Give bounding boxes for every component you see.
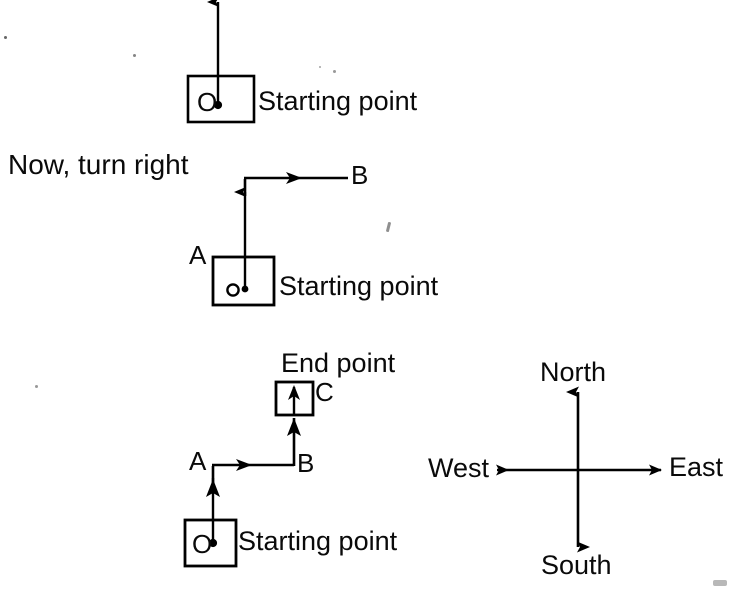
diagram2-group: [211, 172, 348, 307]
turn-right-instruction: Now, turn right: [8, 149, 189, 180]
diagram3-east-arrowhead: [236, 459, 252, 471]
diagram2-point-b-label: B: [351, 160, 369, 190]
scan-speck: [35, 385, 38, 388]
scan-speck: [133, 54, 136, 57]
diagram2-origin-dot: [241, 285, 249, 293]
diagram3-starting-point-caption: Starting point: [238, 526, 398, 556]
diagram3-origin-label: O: [192, 529, 213, 559]
diagram2-origin-circle: [226, 283, 240, 297]
compass-east-label: East: [669, 452, 724, 482]
diagram3-point-c-label: C: [315, 377, 334, 407]
diagram1-origin-box: [186, 74, 256, 124]
diagram3-end-point-caption: End point: [281, 348, 396, 378]
diagram2-point-a-label: A: [189, 240, 207, 270]
scan-speck: [713, 580, 727, 586]
diagram1-origin-dot: [213, 100, 223, 110]
scan-speck: [319, 66, 321, 68]
diagram2-starting-point-caption: Starting point: [279, 271, 439, 301]
compass-group: [496, 386, 662, 553]
diagram2-east-arrowhead: [286, 172, 302, 184]
diagram3-end-arrowhead: [288, 385, 300, 400]
diagram3-north-arrowhead-2: [287, 418, 301, 436]
compass-south-label: South: [541, 550, 612, 580]
diagram3-origin-dot: [208, 538, 218, 548]
scan-speck: [4, 36, 7, 39]
diagram3-north-arrowhead: [206, 479, 220, 497]
diagram1-group: [186, 0, 256, 124]
diagram1-starting-point-caption: Starting point: [258, 86, 418, 116]
diagram3-group: [183, 380, 315, 568]
scan-speck: [333, 70, 336, 73]
compass-west-label: West: [428, 453, 490, 483]
diagram3-point-b-label: B: [297, 448, 315, 478]
compass-north-label: North: [540, 357, 607, 387]
diagram1-origin-label: O: [197, 87, 218, 117]
diagram3-origin-box: [183, 518, 238, 568]
diagram2-origin-box: [211, 255, 276, 307]
diagram3-point-a-label: A: [189, 446, 207, 476]
